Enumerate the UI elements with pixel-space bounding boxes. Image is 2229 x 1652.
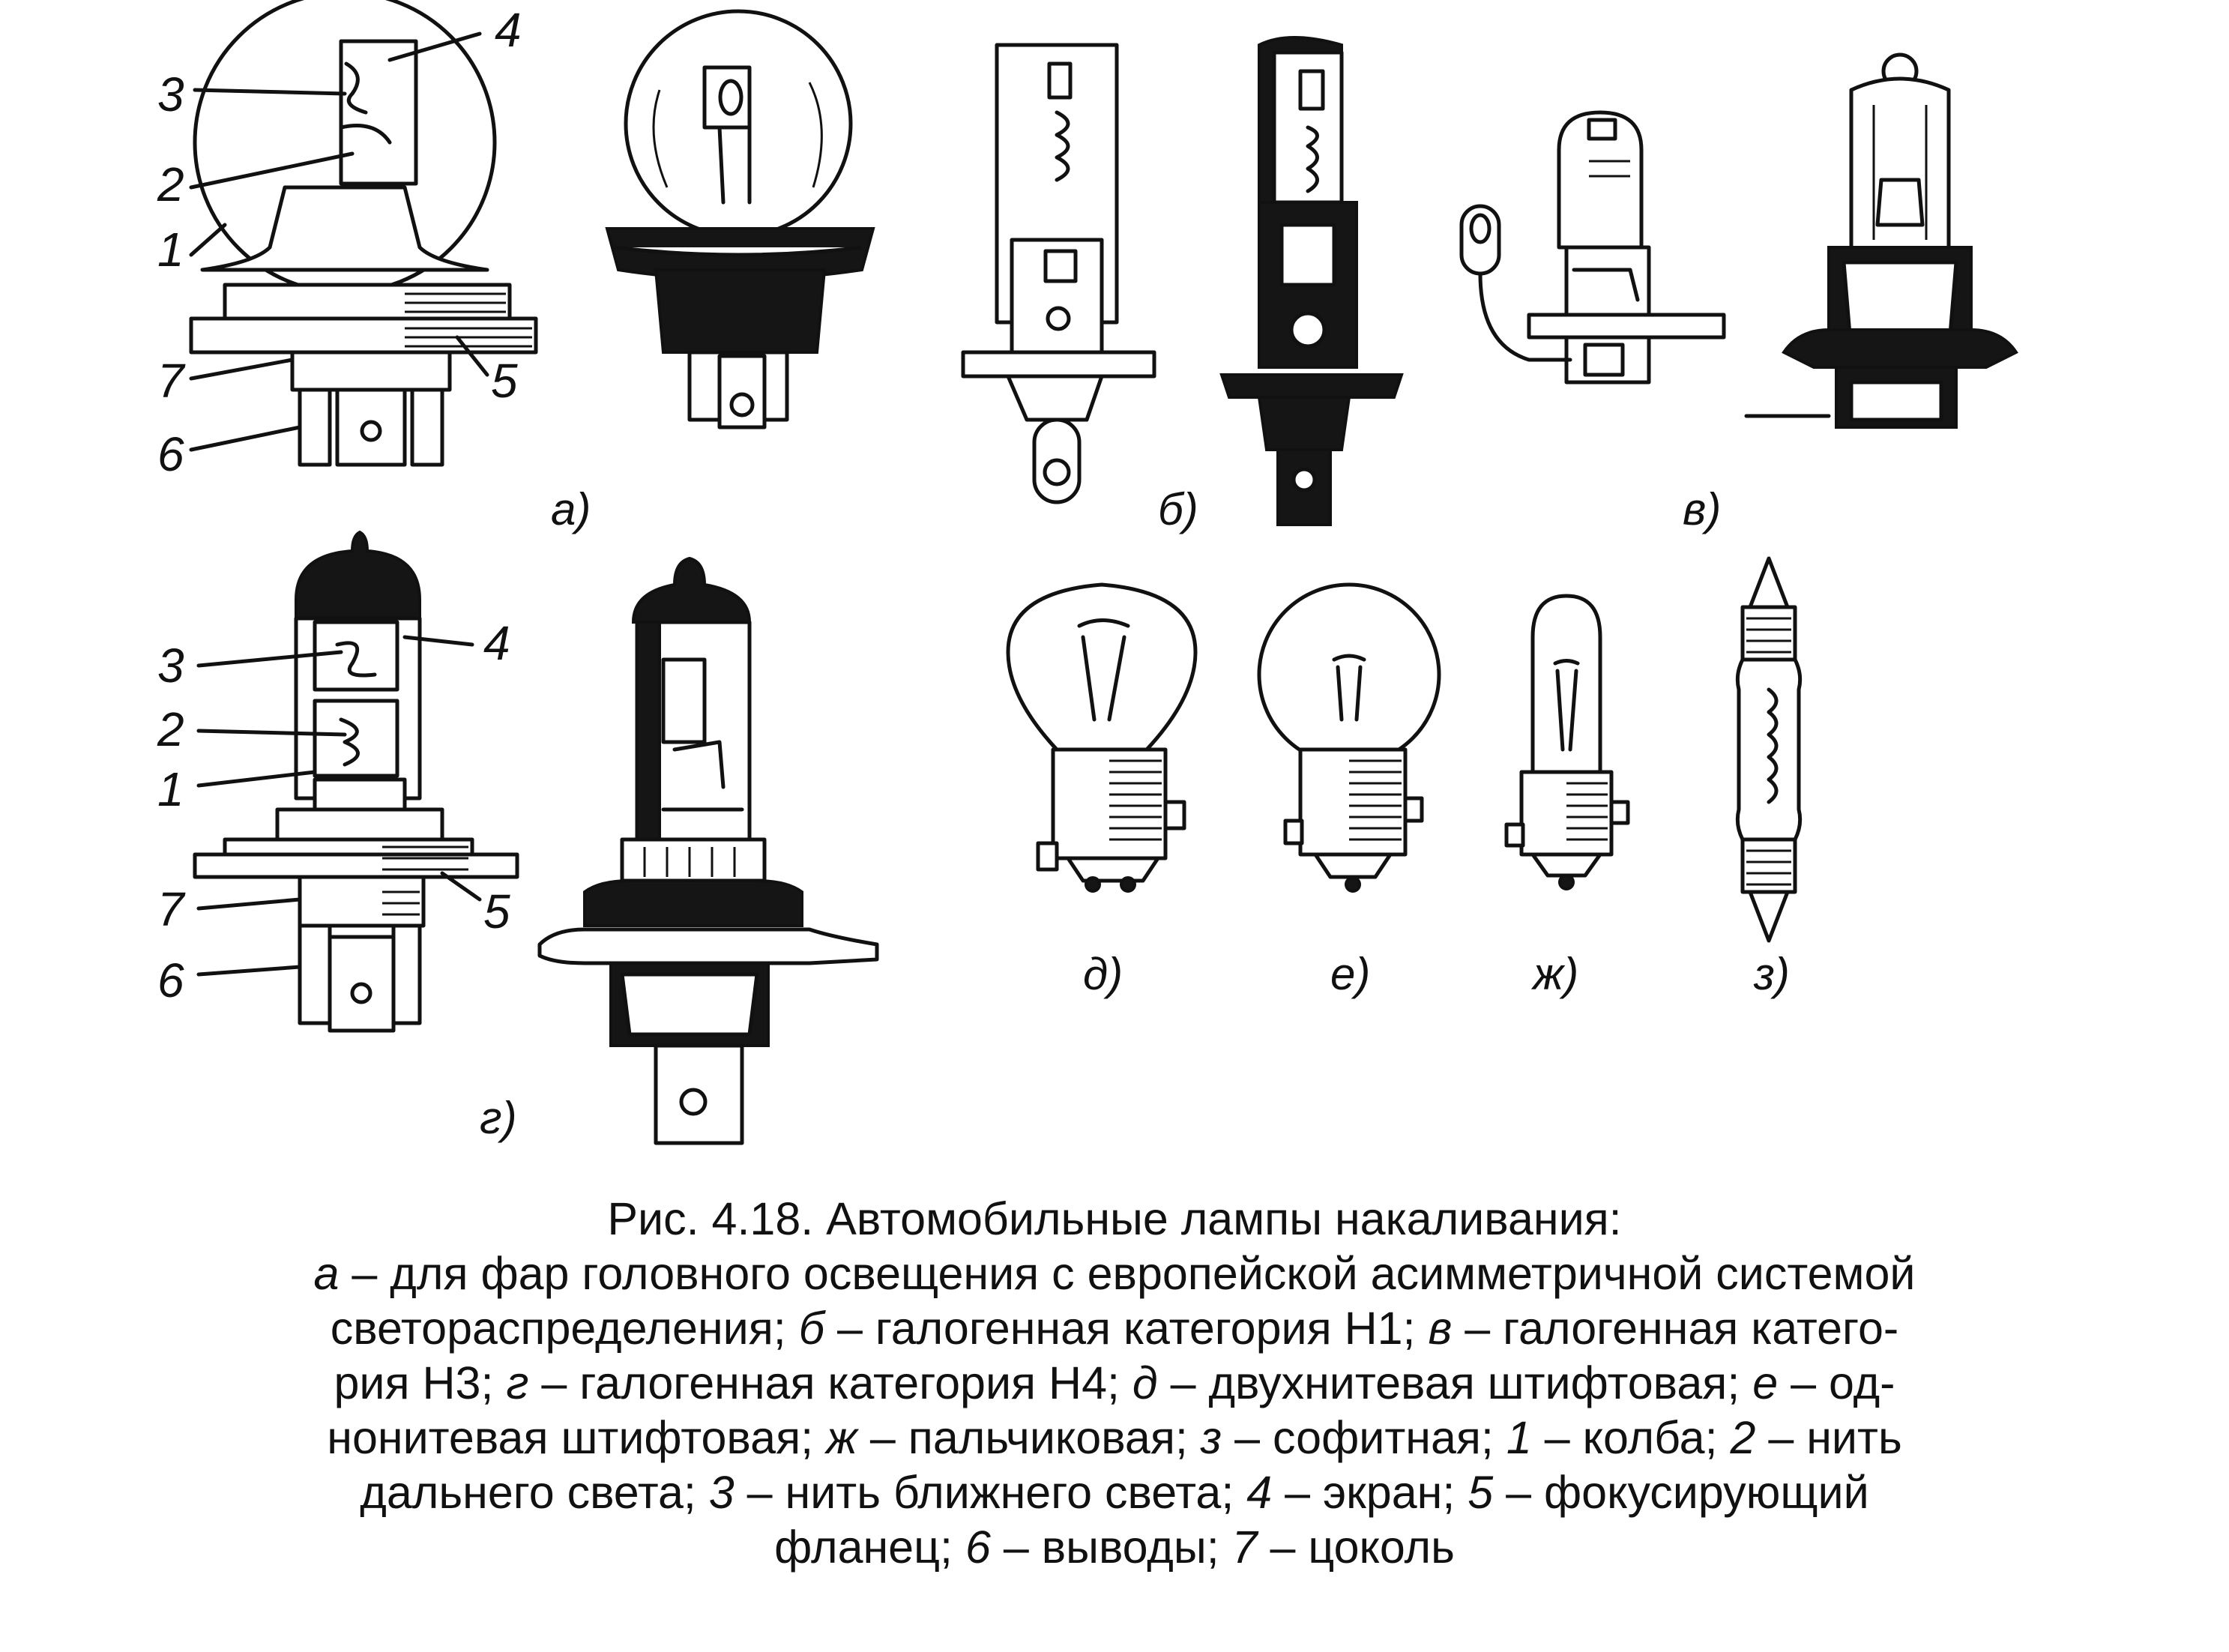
callout-a-1: 1 [157, 223, 184, 277]
caption-title: Рис. 4.18. Автомобильные лампы накаливан… [607, 1193, 1622, 1244]
sublabel-z: з) [1753, 949, 1790, 999]
sublabel-b: б) [1158, 484, 1198, 534]
sublabel-e: е) [1330, 949, 1370, 999]
sublabel-a: а) [551, 484, 591, 534]
callout-g-7: 7 [157, 882, 186, 936]
figure-caption: Рис. 4.18. Автомобильные лампы накаливан… [0, 1192, 2229, 1575]
sublabel-d: д) [1083, 949, 1123, 999]
callout-g-4: 4 [483, 616, 510, 670]
caption-line-7: фланец; 6 – выводы; 7 – цоколь [774, 1522, 1455, 1573]
lamp-zh-drawing [1504, 594, 1630, 890]
callout-g-5: 5 [483, 884, 510, 938]
caption-line-6: дальнего света; 3 – нить ближнего света;… [360, 1467, 1869, 1518]
callout-a-3: 3 [157, 67, 184, 121]
callout-a-4: 4 [495, 3, 522, 57]
callout-a-6: 6 [157, 427, 184, 481]
callout-g-2: 2 [157, 702, 184, 756]
lamp-a-schematic: 1 2 3 4 5 6 7 [157, 0, 538, 481]
lamp-v-schematic [1459, 110, 1726, 385]
caption-line-2: а – для фар головного освещения с европе… [313, 1248, 1916, 1299]
callout-a-2: 2 [157, 157, 184, 211]
lamp-b-schematic [961, 43, 1156, 504]
caption-line-4: рия Н3; г – галогенная категория Н4; д –… [334, 1357, 1895, 1408]
lamp-g-schematic: 1 2 3 4 5 6 7 [157, 530, 519, 1033]
lamp-d-drawing [1006, 582, 1198, 893]
sublabel-g: г) [480, 1093, 517, 1143]
lamp-v-drawing [1744, 52, 2018, 429]
callout-a-5: 5 [491, 354, 518, 408]
callout-g-3: 3 [157, 639, 184, 693]
lamp-b-drawing [1219, 36, 1404, 526]
caption-line-3: светораспределения; б – галогенная катег… [330, 1303, 1899, 1354]
lamp-g-drawing [537, 556, 879, 1145]
lamp-a-drawing [605, 9, 875, 429]
caption-line-5: нонитевая штифтовая; ж – пальчиковая; з … [327, 1412, 1902, 1463]
callout-a-7: 7 [157, 354, 186, 408]
callout-g-6: 6 [157, 953, 184, 1007]
sublabel-v: в) [1683, 484, 1721, 534]
callout-g-1: 1 [157, 762, 184, 816]
lamps-figure: 1 2 3 4 5 6 7 а) [157, 0, 2018, 1145]
sublabel-zh: ж) [1530, 949, 1578, 999]
lamp-e-drawing [1257, 582, 1441, 893]
lamp-z-drawing [1735, 556, 1803, 943]
